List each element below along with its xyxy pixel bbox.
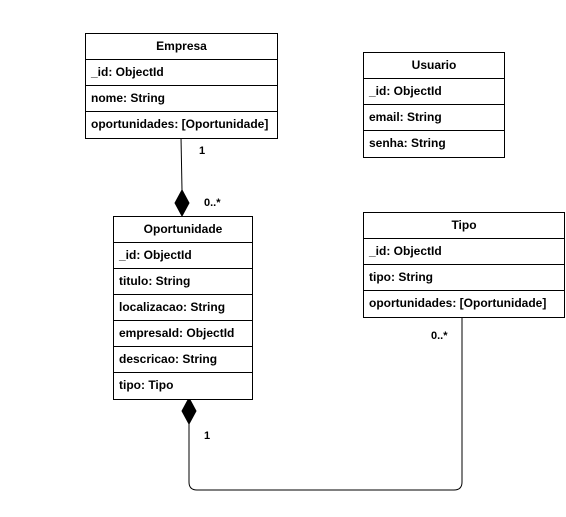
class-tipo-attr: oportunidades: [Oportunidade]	[369, 296, 547, 310]
multiplicity-empresa-target: 0..*	[204, 197, 221, 209]
class-oportunidade-attr: empresaId: ObjectId	[114, 321, 252, 347]
multiplicity-empresa-source: 1	[199, 145, 206, 157]
empresa-oportunidade-line	[180, 136, 183, 191]
class-tipo-title: Tipo	[364, 213, 564, 239]
class-tipo-attr: tipo: String	[364, 265, 564, 291]
class-empresa[interactable]: Empresa _id: ObjectId nome: String oport…	[85, 33, 278, 139]
class-usuario-title: Usuario	[364, 53, 504, 79]
class-usuario-attr: email: String	[364, 105, 504, 131]
oportunidade-tipo-line	[188, 318, 463, 491]
class-tipo-attr: _id: ObjectId	[364, 239, 564, 265]
class-usuario-attr: senha: String	[369, 136, 446, 150]
class-oportunidade-attr: descricao: String	[114, 347, 252, 373]
class-oportunidade-title: Oportunidade	[114, 217, 252, 243]
class-oportunidade-attr: localizacao: String	[114, 295, 252, 321]
class-usuario-attr: _id: ObjectId	[364, 79, 504, 105]
empresa-composition-diamond	[174, 188, 190, 218]
class-usuario[interactable]: Usuario _id: ObjectId email: String senh…	[363, 52, 505, 158]
class-oportunidade-attr: titulo: String	[114, 269, 252, 295]
class-empresa-attr: oportunidades: [Oportunidade]	[91, 117, 269, 131]
multiplicity-tipo-target: 0..*	[431, 330, 448, 342]
class-empresa-attr: nome: String	[86, 86, 277, 112]
class-oportunidade-attr: tipo: Tipo	[119, 378, 174, 392]
class-oportunidade[interactable]: Oportunidade _id: ObjectId titulo: Strin…	[113, 216, 253, 400]
class-tipo[interactable]: Tipo _id: ObjectId tipo: String oportuni…	[363, 212, 565, 318]
class-oportunidade-attr: _id: ObjectId	[114, 243, 252, 269]
oportunidade-composition-diamond	[181, 396, 197, 426]
class-empresa-attr: _id: ObjectId	[86, 60, 277, 86]
multiplicity-oportunidade-source: 1	[204, 430, 211, 442]
class-empresa-title: Empresa	[86, 34, 277, 60]
